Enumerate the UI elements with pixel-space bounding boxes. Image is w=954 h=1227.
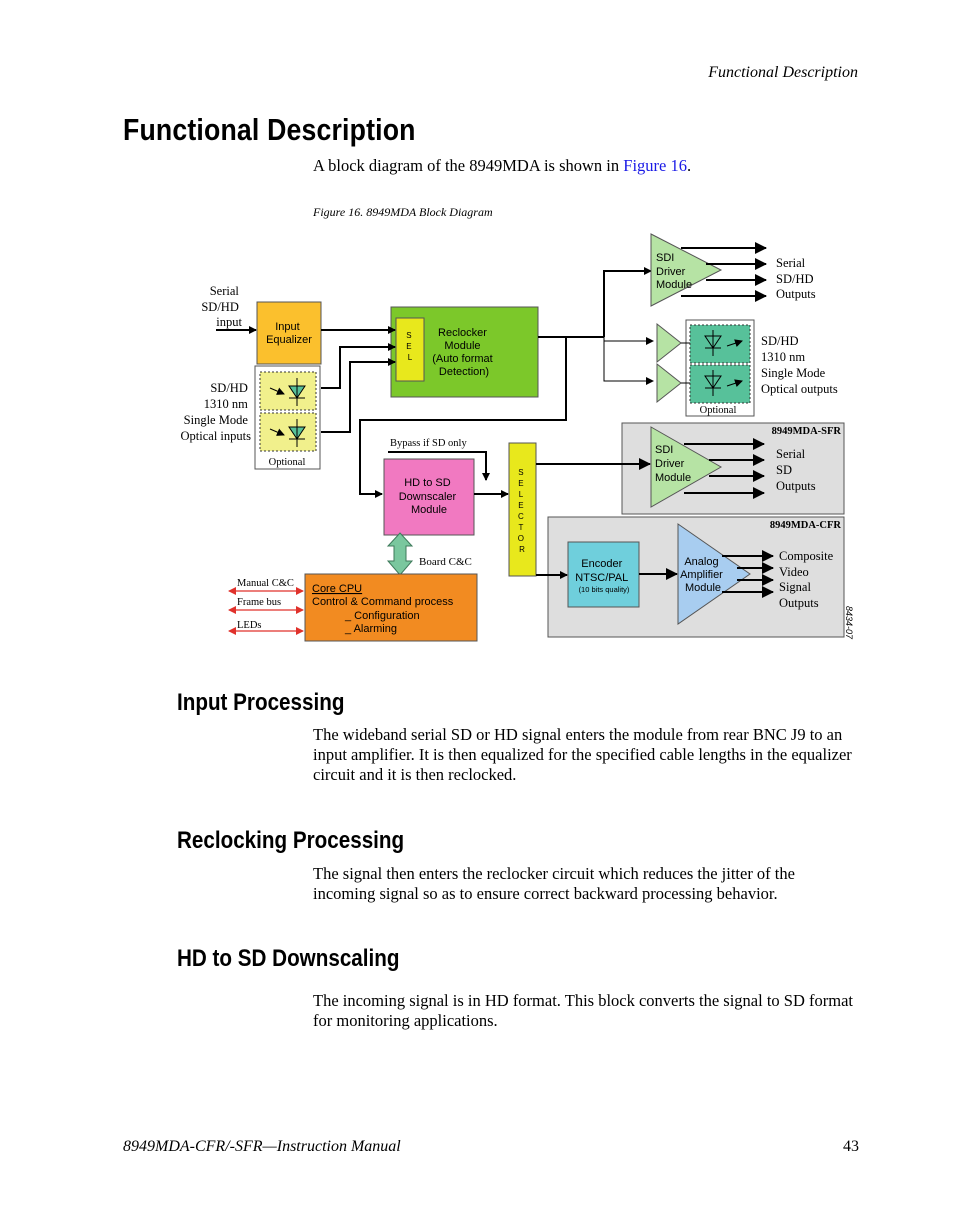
optical-driver-2 xyxy=(656,362,682,404)
section-body-downscaling: The incoming signal is in HD format. Thi… xyxy=(313,991,853,1030)
selector-label: S E L E C T O R xyxy=(518,468,526,554)
core-cpu-label: Core CPU Control & Command process _ Con… xyxy=(312,583,456,635)
core-cpu-block xyxy=(304,573,478,642)
serial-outputs-top-arrows xyxy=(681,242,767,302)
sel-block xyxy=(395,317,425,382)
intro-text: A block diagram of the 8949MDA is shown … xyxy=(313,156,624,175)
cfr-label: 8949MDA-CFR xyxy=(770,520,842,531)
footer-page-number: 43 xyxy=(843,1138,859,1155)
sfr-label: 8949MDA-SFR xyxy=(772,426,842,437)
section-body-input-processing: The wideband serial SD or HD signal ente… xyxy=(313,725,852,784)
board-cc-label: Board C&C xyxy=(419,556,472,568)
section-body-reclocking: The signal then enters the reclocker cir… xyxy=(313,864,795,903)
bypass-arrow xyxy=(388,451,490,481)
section-heading-input-processing: Input Processing xyxy=(177,689,345,716)
manual-cc-label: Manual C&C xyxy=(237,578,294,589)
input-equalizer-label: Input Equalizer xyxy=(266,321,312,346)
optical-output-1 xyxy=(689,324,751,364)
serial-outputs-top-label: Serial SD/HD Outputs xyxy=(776,256,817,301)
optical2-to-sel-arrow xyxy=(321,358,396,433)
page-title: Functional Description xyxy=(123,112,416,147)
optional-right-label: Optional xyxy=(700,405,737,416)
bypass-label: Bypass if SD only xyxy=(390,438,467,449)
sel-label: S E L xyxy=(406,331,414,362)
sdi-driver-sfr-label: SDI Driver Module xyxy=(655,444,691,484)
sdi-driver-sfr xyxy=(650,426,723,508)
encoder-label: Encoder NTSC/PAL (10 bits quality) xyxy=(575,554,632,594)
figure-link[interactable]: Figure 16 xyxy=(623,156,687,175)
downscaler-label: HD to SD Downscaler Module xyxy=(399,477,460,516)
optional-left-label: Optional xyxy=(269,457,306,468)
optical-inputs-label: SD/HD 1310 nm Single Mode Optical inputs xyxy=(181,381,252,443)
intro-paragraph: A block diagram of the 8949MDA is shown … xyxy=(313,156,691,176)
composite-outputs-arrows xyxy=(722,550,774,598)
drawing-number: 8434-07 xyxy=(844,606,854,640)
analog-amplifier-label: Analog Amplifier Module xyxy=(680,556,726,594)
running-header: Functional Description xyxy=(708,64,858,81)
figure-caption: Figure 16. 8949MDA Block Diagram xyxy=(313,205,493,219)
downscaler-block xyxy=(383,458,475,536)
serial-input-label: Serial SD/HD input xyxy=(201,284,242,329)
optical-outputs-label: SD/HD 1310 nm Single Mode Optical output… xyxy=(761,334,838,396)
to-sdi-top-arrow xyxy=(603,267,652,337)
analog-amplifier-block xyxy=(677,523,751,625)
control-arrows xyxy=(228,587,304,635)
reclocker-to-selector-arrow xyxy=(359,337,567,498)
frame-bus-label: Frame bus xyxy=(237,597,281,608)
optical-driver-1 xyxy=(656,322,682,364)
optical-input-1 xyxy=(259,371,317,411)
board-cc-arrow xyxy=(386,532,414,576)
block-diagram: 8949MDA-SFR 8949MDA-CFR Serial SD/HD inp… xyxy=(181,233,854,642)
serial-sd-outputs-arrows xyxy=(684,438,765,499)
serial-sd-outputs-label: Serial SD Outputs xyxy=(776,447,816,493)
leds-label: LEDs xyxy=(237,620,262,631)
to-optical-out-line xyxy=(603,337,654,385)
reclocker-label: Reclocker Module (Auto format Detection) xyxy=(432,327,496,378)
section-heading-downscaling: HD to SD Downscaling xyxy=(177,945,400,972)
input-equalizer-block xyxy=(256,301,322,365)
composite-outputs-label: Composite Video Signal Outputs xyxy=(779,549,836,610)
photodiode-icon xyxy=(269,378,306,447)
footer-manual-title: 8949MDA-CFR/-SFR—Instruction Manual xyxy=(123,1138,401,1155)
optical-input-2 xyxy=(259,412,317,452)
optical-output-2 xyxy=(689,364,751,404)
optical1-to-sel-arrow xyxy=(321,343,396,389)
sdi-driver-top xyxy=(650,233,723,307)
selector-block xyxy=(508,442,537,577)
laser-diode-icon xyxy=(704,330,743,396)
intro-text-end: . xyxy=(687,156,692,175)
encoder-block xyxy=(567,541,640,608)
section-heading-reclocking: Reclocking Processing xyxy=(177,827,405,854)
sdi-driver-top-label: SDI Driver Module xyxy=(656,252,692,291)
